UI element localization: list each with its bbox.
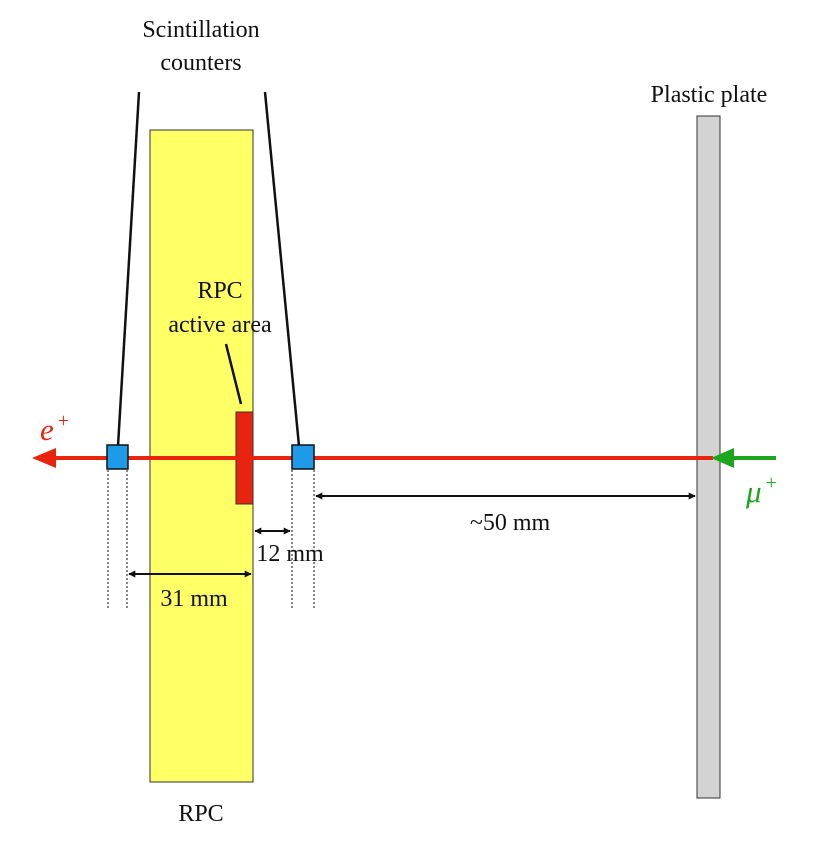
muon-symbol: μ bbox=[745, 474, 762, 509]
scint-counter-left bbox=[106, 444, 129, 470]
rpc-active-label-line2: active area bbox=[168, 312, 272, 338]
positron-arrowhead bbox=[32, 448, 56, 468]
muon-label: μ + bbox=[745, 472, 777, 509]
scint-label-line1: Scintillation bbox=[142, 17, 259, 43]
rpc-active-label-line1: RPC bbox=[197, 278, 242, 304]
positron-charge: + bbox=[58, 410, 69, 432]
muon-arrowhead bbox=[711, 448, 734, 468]
plastic-plate-label: Plastic plate bbox=[651, 82, 768, 108]
dim-label-50mm: ~50 mm bbox=[470, 510, 551, 536]
scint-pointer-left bbox=[116, 91, 141, 447]
muon-charge: + bbox=[766, 472, 777, 494]
positron-symbol: e bbox=[40, 412, 54, 447]
active-area-pointer bbox=[224, 343, 243, 405]
positron-label: e + bbox=[40, 410, 69, 447]
scint-pointer-right bbox=[263, 91, 301, 447]
scint-counter-right bbox=[291, 444, 315, 470]
dim-label-12mm: 12 mm bbox=[256, 541, 324, 567]
rpc-label: RPC bbox=[178, 801, 223, 827]
dim-label-31mm: 31 mm bbox=[160, 586, 228, 612]
scint-label-line2: counters bbox=[160, 50, 241, 76]
